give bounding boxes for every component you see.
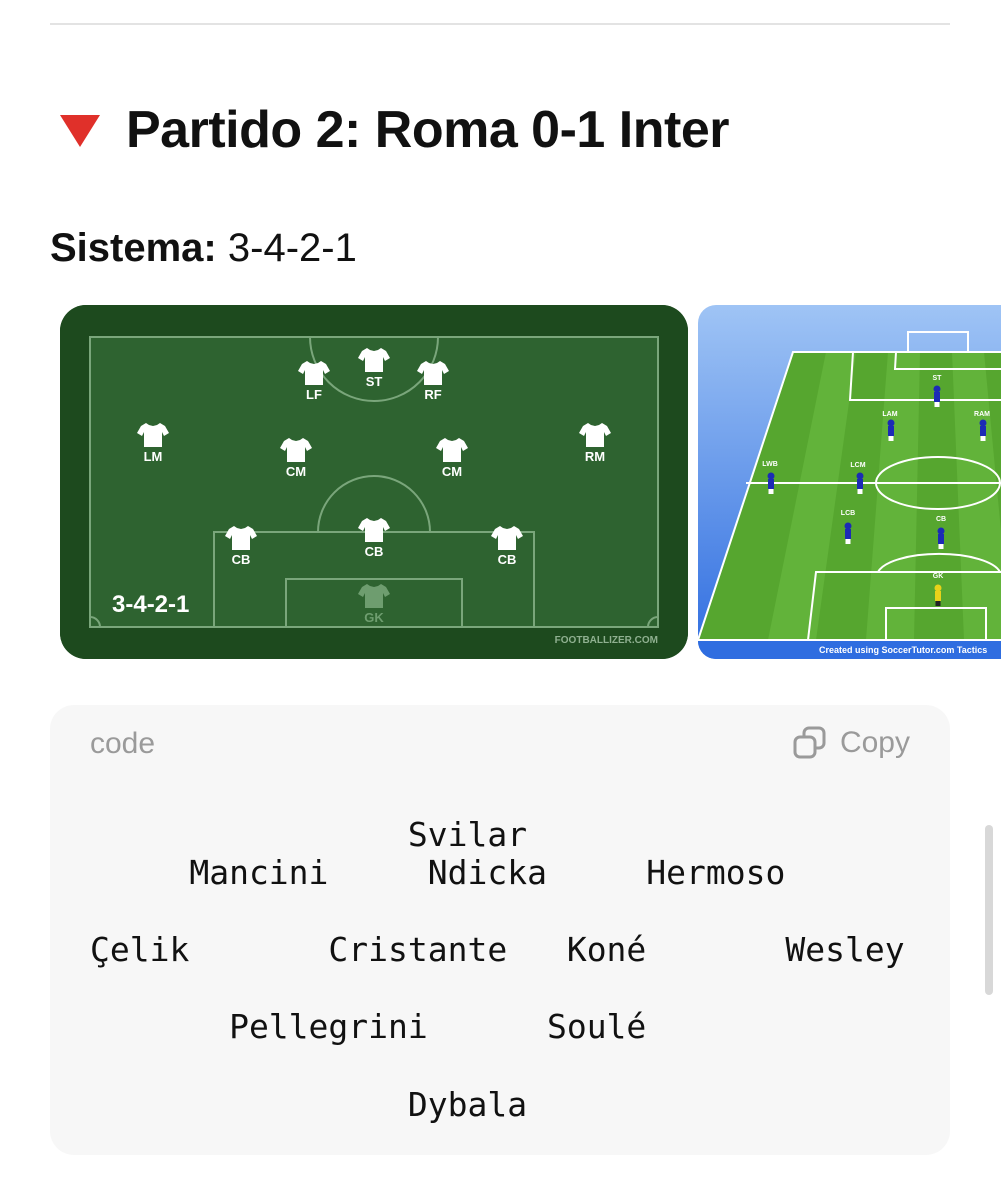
shirt-lf-icon: [298, 361, 330, 385]
shirt-cb-icon: [225, 526, 257, 550]
shirt-rm-icon: [579, 423, 611, 447]
position-label: CB: [232, 552, 251, 567]
shirt-cb-icon: [491, 526, 523, 550]
code-line: Dybala: [90, 1085, 528, 1124]
shirt-gk-icon: [358, 584, 390, 608]
sistema-label: Sistema:: [50, 226, 217, 270]
soccertutor-credit: Created using SoccerTutor.com Tactics: [819, 645, 987, 655]
player-marker: [937, 527, 945, 549]
tactics-label: ST: [933, 375, 943, 382]
top-divider: [50, 23, 950, 25]
copy-icon: [793, 726, 826, 759]
position-label: ST: [366, 374, 383, 389]
position-label: RF: [424, 387, 441, 402]
code-line: Svilar: [90, 815, 528, 854]
position-label: CB: [365, 544, 384, 559]
player-marker: [844, 522, 852, 544]
player-marker: [887, 419, 895, 441]
scrollbar-thumb[interactable]: [985, 825, 993, 995]
formation-image[interactable]: ST LF RF LM CM CM RM CB CB CB GK 3-4-2-1…: [60, 305, 688, 659]
formation-caption: 3-4-2-1: [112, 591, 189, 618]
heading-title: Partido 2: Roma 0-1 Inter: [126, 101, 729, 159]
player-marker: [856, 472, 864, 494]
shirt-rf-icon: [417, 361, 449, 385]
position-label: CM: [442, 464, 462, 479]
section-heading: Partido 2: Roma 0-1 Inter: [60, 95, 729, 165]
tactics-label: LCM: [850, 462, 865, 469]
sistema-line: Sistema: 3-4-2-1: [50, 226, 357, 271]
tactics-label: LAM: [882, 411, 897, 418]
shirt-cm-icon: [280, 438, 312, 462]
position-label: GK: [364, 610, 384, 625]
sistema-value: 3-4-2-1: [227, 226, 357, 270]
tactics-label: CB: [936, 516, 946, 523]
tactics-image[interactable]: ST LAM RAM LWB LCM LCB CB GK Created usi…: [698, 305, 1001, 659]
copy-button[interactable]: Copy: [792, 725, 910, 761]
shirt-st-icon: [358, 348, 390, 372]
code-line: Çelik Cristante Koné Wesley: [90, 930, 905, 969]
tactics-label: RAM: [974, 411, 990, 418]
position-label: CM: [286, 464, 306, 479]
tactics-label: LCB: [841, 510, 855, 517]
code-line: Pellegrini Soulé: [90, 1007, 647, 1046]
player-marker: [933, 385, 941, 407]
position-label: CB: [498, 552, 517, 567]
code-line: Mancini Ndicka Hermoso: [90, 853, 786, 892]
footballizer-credit: FOOTBALLIZER.COM: [555, 635, 658, 646]
player-marker: [767, 472, 775, 494]
code-block[interactable]: code Copy Svilar Mancini Ndicka Hermoso …: [50, 705, 950, 1155]
tactics-label: LWB: [762, 461, 778, 468]
position-label: RM: [585, 449, 605, 464]
goalkeeper-marker: [934, 584, 942, 606]
tactics-label: GK: [933, 573, 944, 580]
shirt-cm-icon: [436, 438, 468, 462]
shirt-lm-icon: [137, 423, 169, 447]
copy-label: Copy: [839, 726, 910, 759]
player-marker: [979, 419, 987, 441]
code-language-label: code: [90, 727, 156, 760]
position-label: LF: [306, 387, 322, 402]
red-triangle-down-icon: [60, 115, 100, 147]
position-label: LM: [144, 449, 163, 464]
shirt-cb-icon: [358, 518, 390, 542]
